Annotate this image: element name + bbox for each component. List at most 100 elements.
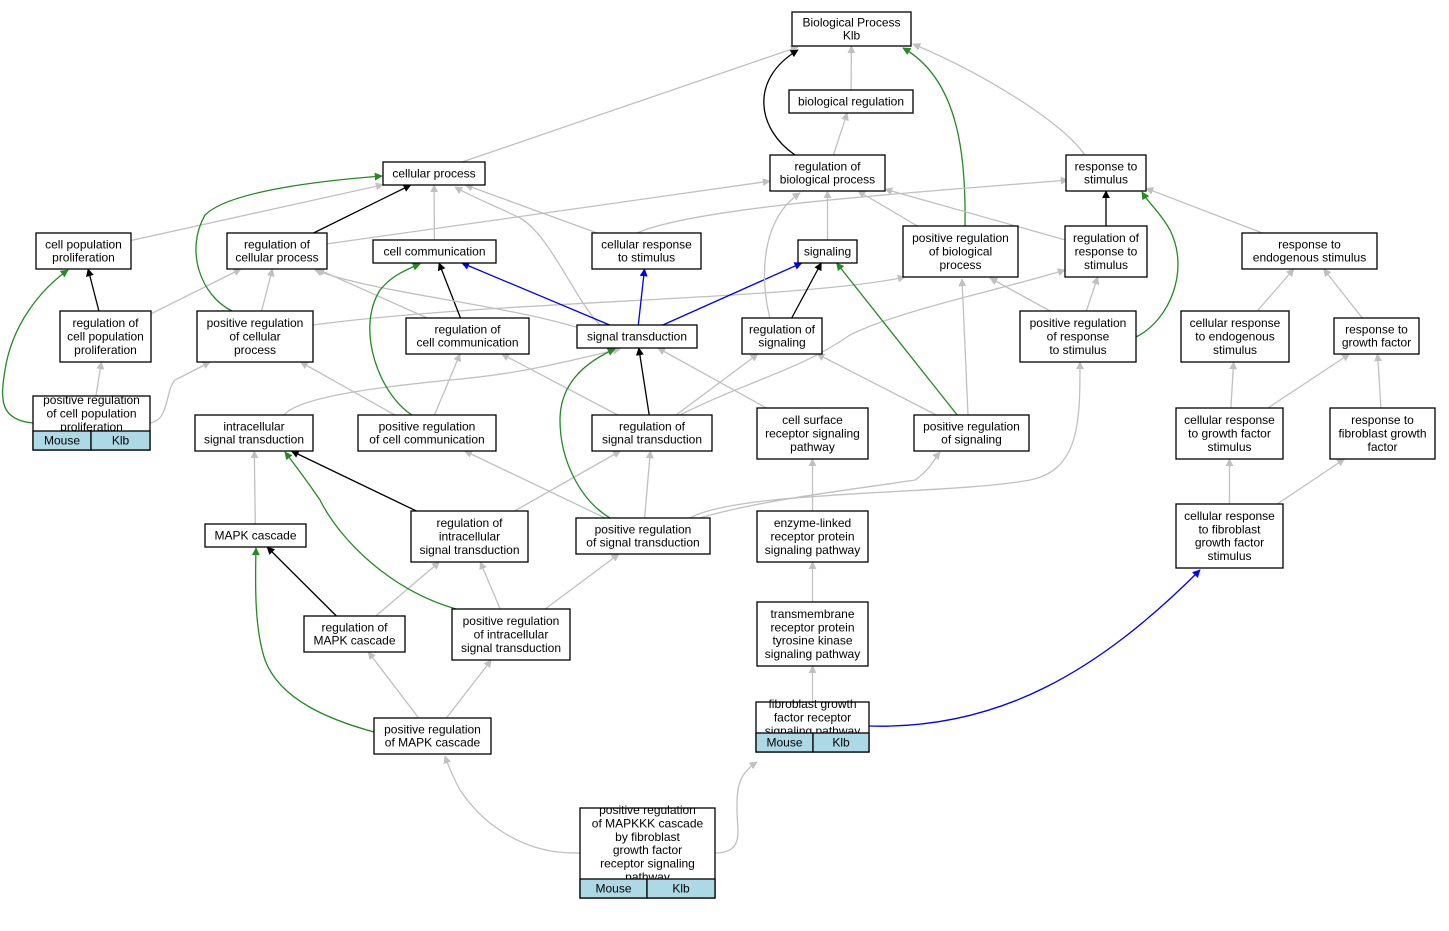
edge-fgfr-to-cellrespfgf	[868, 569, 1201, 727]
edge-regcellpop-to-cellpop	[86, 268, 100, 312]
node-box	[769, 154, 886, 192]
node-label-line: positive regulation	[599, 803, 696, 817]
node-label-line: of cell population	[46, 407, 136, 421]
node-label-line: endogenous stimulus	[1253, 251, 1366, 265]
node-label-line: signal transduction	[419, 543, 519, 557]
node-box	[410, 510, 529, 563]
edge-sigtrans-to-cellcomm	[461, 262, 610, 326]
node-box	[382, 161, 486, 186]
node-box	[756, 510, 869, 563]
edge-posregmapk-to-mapk	[251, 547, 375, 733]
node-label-line: factor receptor	[774, 711, 851, 725]
node-box	[913, 414, 1030, 452]
edge-cellrespstim-to-cellproc	[464, 183, 598, 234]
edge-regbio-to-bp	[763, 49, 799, 156]
node-label-line: cellular response	[1184, 413, 1275, 427]
node-label-line: signaling	[804, 245, 851, 259]
node-label-line: tyrosine kinase	[772, 634, 852, 648]
node-label-line: receptor protein	[770, 530, 854, 544]
edge-respfgf-to-respgf	[1374, 353, 1383, 409]
node-box	[575, 517, 711, 555]
edge-posregsigtrans-to-posregcellcomm	[463, 450, 606, 519]
node-cellcomm[interactable]: cell communication	[372, 239, 497, 264]
edge-posregresp-to-regrespstim	[1085, 276, 1100, 312]
node-label-line: cell surface	[782, 413, 843, 427]
edge-posregcellcomm-to-cellcomm	[369, 262, 421, 416]
tag-cell	[812, 732, 870, 753]
node-box	[591, 232, 702, 270]
node-box	[756, 407, 869, 460]
node-bioreg[interactable]: biological regulation	[788, 89, 914, 114]
node-box	[373, 717, 492, 755]
node-label-line: proliferation	[52, 251, 115, 265]
node-label-line: positive regulation	[43, 393, 140, 407]
node-sigtrans[interactable]: signal transduction	[576, 324, 698, 349]
node-cellproc[interactable]: cellular process	[382, 161, 486, 186]
node-label-line: regulation of	[1073, 231, 1140, 245]
node-label-line: biological process	[780, 173, 875, 187]
edge-posregcellproc-to-regcellproc	[260, 268, 275, 312]
node-label-line: response to	[1278, 237, 1341, 251]
node-box	[1065, 154, 1147, 192]
node-label-line: to stimulus	[1049, 343, 1106, 357]
edge-respgf-to-respendo	[1323, 268, 1363, 319]
node-box	[59, 310, 152, 363]
node-label-line: Biological Process	[802, 15, 900, 29]
tag-label: Klb	[672, 882, 690, 896]
node-label-line: signaling pathway	[765, 543, 860, 557]
node-box	[372, 239, 497, 264]
edge-respendo-to-respstim	[1145, 187, 1263, 234]
node-mapk[interactable]: MAPK cascade	[204, 523, 307, 548]
edge-regsig-to-regbio	[763, 192, 801, 319]
node-box	[1175, 503, 1284, 569]
node-label-line: signal transduction	[461, 641, 561, 655]
node-box	[35, 232, 132, 270]
tag-label: Klb	[832, 736, 850, 750]
node-box	[1241, 232, 1378, 270]
node-signaling[interactable]: signaling	[797, 239, 858, 264]
node-label-line: receptor signaling	[600, 857, 695, 871]
node-label-line: stimulus	[1084, 258, 1128, 272]
node-label-line: positive regulation	[379, 419, 476, 433]
edge-posregsig-to-posregbio	[958, 278, 969, 416]
edge-regsigtrans-to-regcellcomm	[500, 353, 619, 416]
node-label-line: stimulus	[1207, 549, 1251, 563]
node-label-line: intracellular	[439, 530, 500, 544]
edge-posregcellproc-to-cellproc	[195, 172, 383, 312]
edge-cellrespendo-to-respendo	[1256, 268, 1295, 312]
